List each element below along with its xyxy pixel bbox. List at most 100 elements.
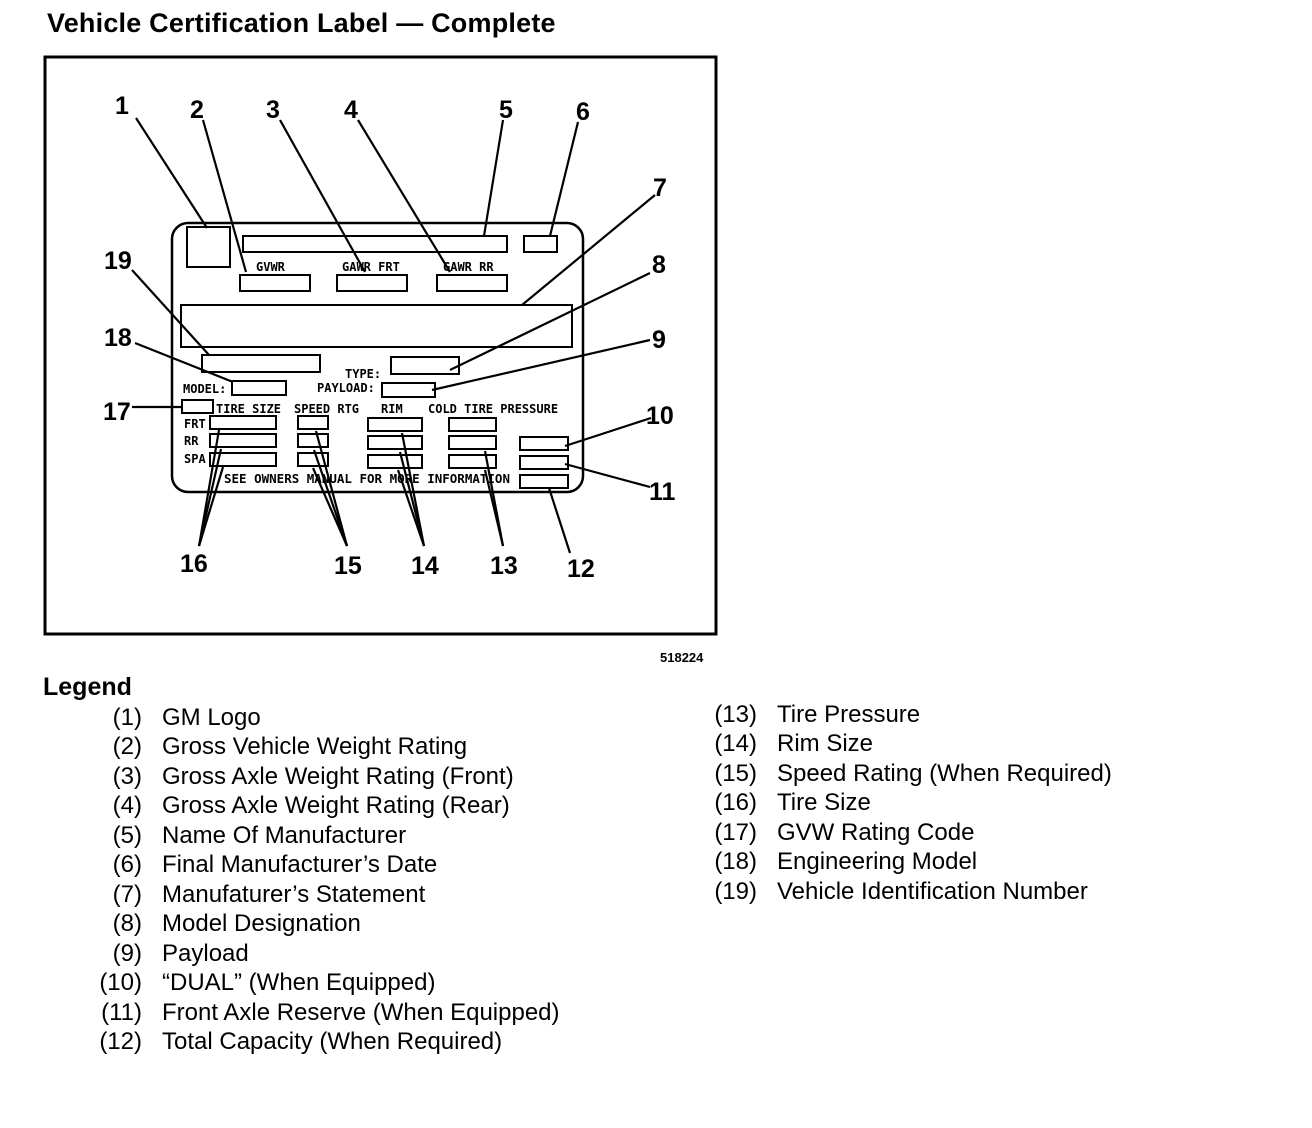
gvwr-box [239,274,311,292]
callout-10: 10 [646,402,674,430]
total-capacity-box [519,474,569,489]
gawr-frt-label: GAWR FRT [342,260,400,274]
speed-rtg-header: SPEED RTG [294,402,359,416]
gawr-rr-box [436,274,508,292]
leader-4 [357,119,451,273]
leader-14b [398,451,426,547]
legend-list-left: (1)GM Logo (2)Gross Vehicle Weight Ratin… [80,703,560,1058]
figure-number: 518224 [660,650,704,665]
legend-num: (9) [112,939,142,967]
legend-item: (19)Vehicle Identification Number [695,877,1112,907]
speed-rtg-box-frt [297,415,329,430]
gawr-frt-box [336,274,408,292]
legend-item: (14) Rim Size [695,730,1112,760]
rim-box-frt [367,417,423,432]
legend-num: (19) [714,877,757,905]
callout-16: 16 [180,550,208,578]
legend-item: (18) Engineering Model [695,848,1112,878]
legend-item: (16) Tire Size [695,789,1112,819]
leader-13b [483,469,505,547]
label-footer-text: SEE OWNERS MANUAL FOR MORE INFORMATION [224,472,510,486]
legend-item: (10)“DUAL” (When Equipped) [80,969,560,999]
callout-8: 8 [652,251,666,279]
model-label: MODEL: [183,382,226,396]
legend-num: (12) [99,1028,142,1056]
leader-18 [134,341,234,384]
manufacturer-name-box [242,235,508,253]
legend-item: (11) Front Axle Reserve (When Equipped) [80,998,560,1028]
speed-rtg-box-spa [297,452,329,467]
callout-18: 18 [104,324,132,352]
legend-num: (4) [112,792,142,820]
legend-num: (7) [112,880,142,908]
callout-11: 11 [649,478,676,506]
leader-19 [131,269,210,356]
legend-item: (5)Name Of Manufacturer [80,821,560,851]
leader-11 [564,462,651,489]
manufacture-date-box [523,235,558,253]
legend-text: Gross Axle Weight Rating (Front) [162,762,514,790]
pressure-box-rr [448,435,497,450]
row-rr-label: RR [184,434,199,448]
callout-13: 13 [490,552,518,580]
type-label: TYPE: [345,367,381,381]
pressure-box-frt [448,417,497,432]
callout-3: 3 [266,96,280,124]
leader-12 [547,487,572,554]
pressure-box-spa [448,454,497,469]
legend-text: Rim Size [777,730,874,758]
legend-item: (12)Total Capacity (When Required) [80,1028,560,1058]
legend-num: (8) [112,910,142,938]
legend-num: (18) [714,848,757,876]
legend-text: Engineering Model [777,848,978,876]
legend-item: (17)GVW Rating Code [695,818,1112,848]
page-title: Vehicle Certification Label — Complete [47,8,556,38]
legend-item: (3)Gross Axle Weight Rating (Front) [80,762,560,792]
legend-text: Tire Size [777,789,871,817]
leader-8 [449,272,651,371]
callout-17: 17 [103,398,131,426]
speed-rtg-box-rr [297,433,329,448]
legend-num: (17) [714,818,757,846]
rim-box-rr [367,435,423,450]
leader-15a [314,430,349,547]
gm-logo-box [186,226,231,268]
legend-text: Payload [162,939,249,967]
payload-box [381,382,436,398]
callout-6: 6 [576,98,590,126]
legend-item: (13)Tire Pressure [695,700,1112,730]
legend-num: (11) [101,998,142,1026]
legend-item: (6)Final Manufacturer’s Date [80,851,560,881]
legend-text: Gross Axle Weight Rating (Rear) [162,792,510,820]
legend-item: (4) Gross Axle Weight Rating (Rear) [80,792,560,822]
leader-5 [482,119,505,237]
tire-size-box-frt [209,415,277,430]
legend-item: (2)Gross Vehicle Weight Rating [80,733,560,763]
leader-10 [564,416,652,448]
leader-7 [521,194,656,306]
leader-9 [431,338,651,392]
legend-text: Tire Pressure [777,700,921,728]
legend-item: (8)Model Designation [80,910,560,940]
legend-heading: Legend [43,673,132,701]
leader-16b [197,448,223,547]
type-box [390,356,460,375]
legend-num: (16) [714,789,757,817]
callout-19: 19 [104,247,132,275]
callout-15: 15 [334,552,362,580]
legend-text: Front Axle Reserve (When Equipped) [162,998,560,1026]
callout-2: 2 [190,96,204,124]
leader-16c [197,466,225,547]
legend-num: (14) [714,730,757,758]
legend-num: (10) [99,969,142,997]
callout-12: 12 [567,555,595,583]
leader-15c [311,467,349,547]
leader-6 [548,121,580,237]
leader-14a [400,432,426,547]
legend-num: (15) [714,759,757,787]
tire-size-box-spa [209,452,277,467]
tire-size-header: TIRE SIZE [216,402,281,416]
callout-14: 14 [411,552,439,580]
legend-text: Final Manufacturer’s Date [162,851,438,879]
